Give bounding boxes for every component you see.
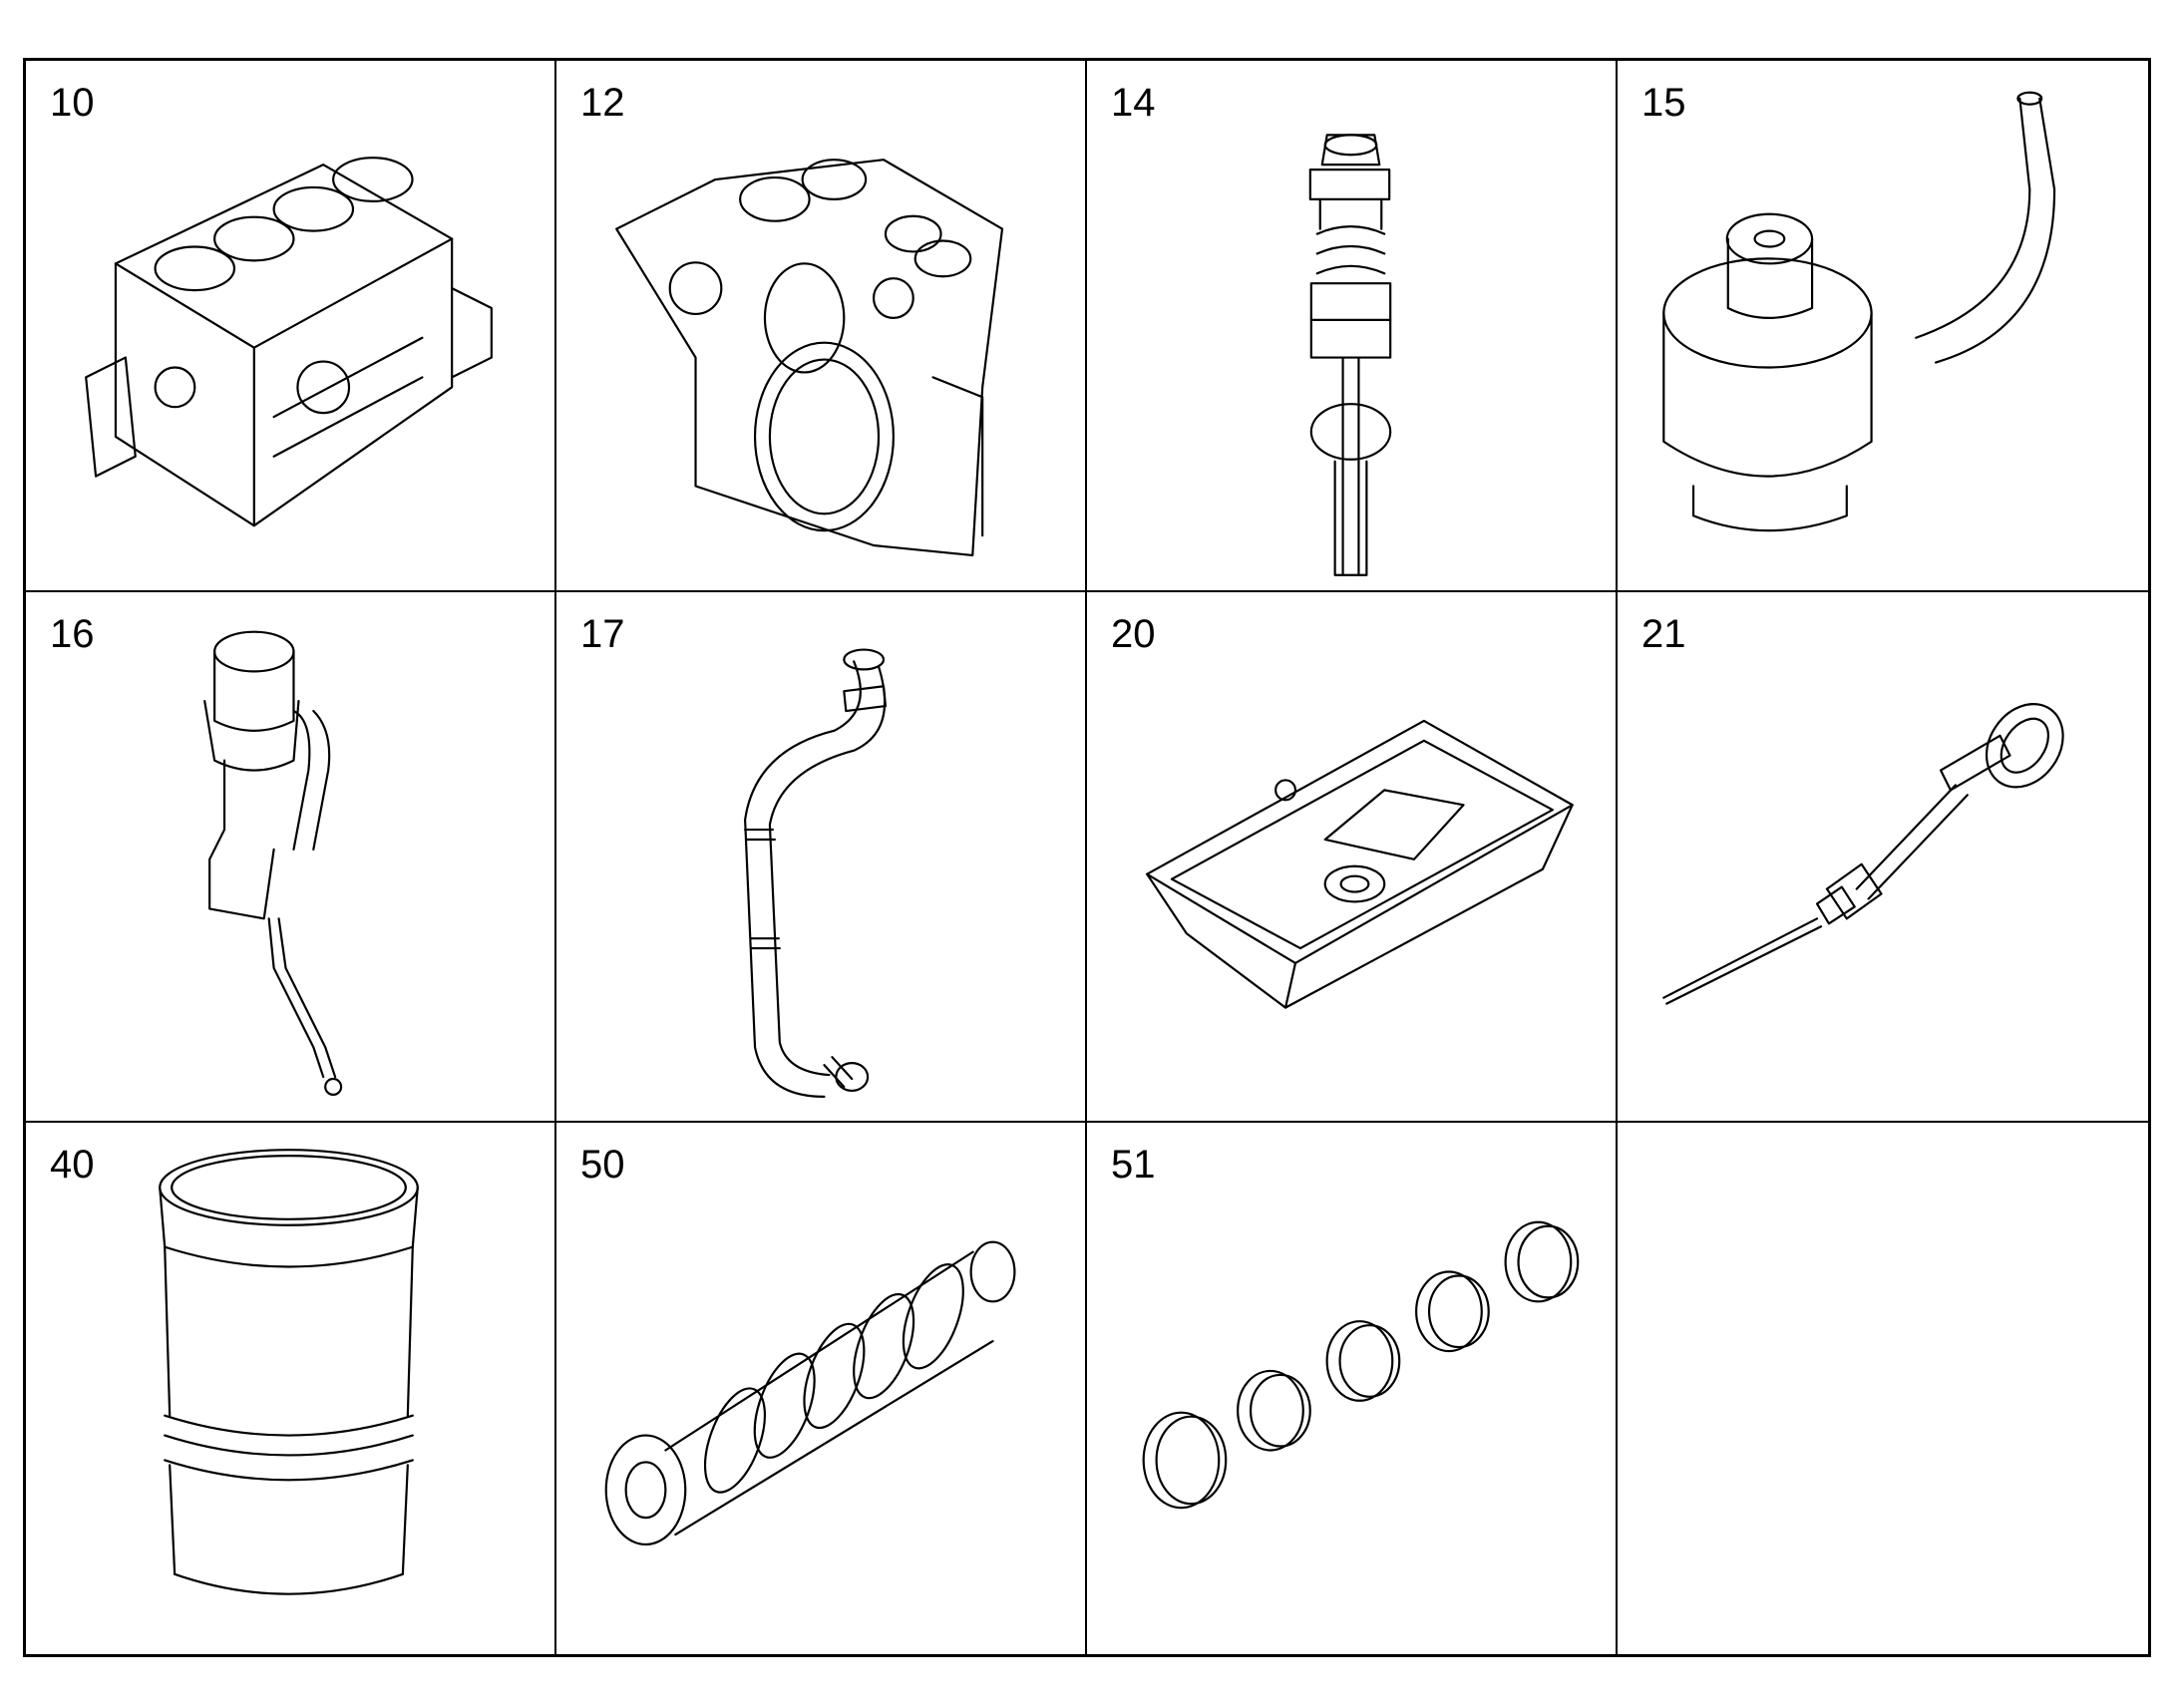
part-number: 12 (580, 81, 625, 125)
part-cell-14[interactable]: 14 (1087, 61, 1618, 592)
part-cell-12[interactable]: 12 (556, 61, 1087, 592)
parts-grid: 10 12 (23, 58, 2151, 1657)
part-number: 51 (1111, 1143, 1156, 1188)
bearing-shells-icon (1087, 1123, 1616, 1654)
part-cell-50[interactable]: 50 (556, 1123, 1087, 1654)
part-cell-10[interactable]: 10 (26, 61, 556, 592)
part-cell-20[interactable]: 20 (1087, 591, 1618, 1124)
part-number: 21 (1641, 611, 1686, 656)
part-cell-21[interactable]: 21 (1618, 592, 2148, 1124)
part-number: 10 (50, 81, 95, 125)
timing-housing-icon (556, 61, 1085, 590)
part-number: 14 (1111, 81, 1156, 125)
part-number: 16 (50, 611, 95, 656)
part-cell-40[interactable]: 40 (26, 1123, 556, 1654)
part-cell-17[interactable]: 17 (556, 591, 1087, 1124)
part-cell-15[interactable]: 15 (1618, 61, 2148, 592)
part-number: 50 (580, 1143, 625, 1188)
dipstick-icon (1618, 592, 2148, 1122)
hose-icon (556, 592, 1085, 1122)
part-cell-51[interactable]: 51 (1087, 1123, 1618, 1654)
part-number: 15 (1641, 81, 1686, 125)
crankshaft-icon (556, 1123, 1085, 1654)
cylinder-liner-icon (26, 1123, 554, 1654)
oil-pipe-icon (1618, 61, 2148, 590)
part-number: 20 (1111, 611, 1156, 656)
breather-assembly-icon (26, 592, 554, 1122)
part-number: 17 (580, 611, 625, 656)
valve-icon (1087, 61, 1616, 590)
part-number: 40 (50, 1143, 95, 1188)
cylinder-block-icon (26, 61, 554, 590)
oil-sump-icon (1087, 592, 1616, 1122)
part-cell-16[interactable]: 16 (26, 591, 556, 1124)
part-cell-empty (1618, 1123, 2148, 1654)
